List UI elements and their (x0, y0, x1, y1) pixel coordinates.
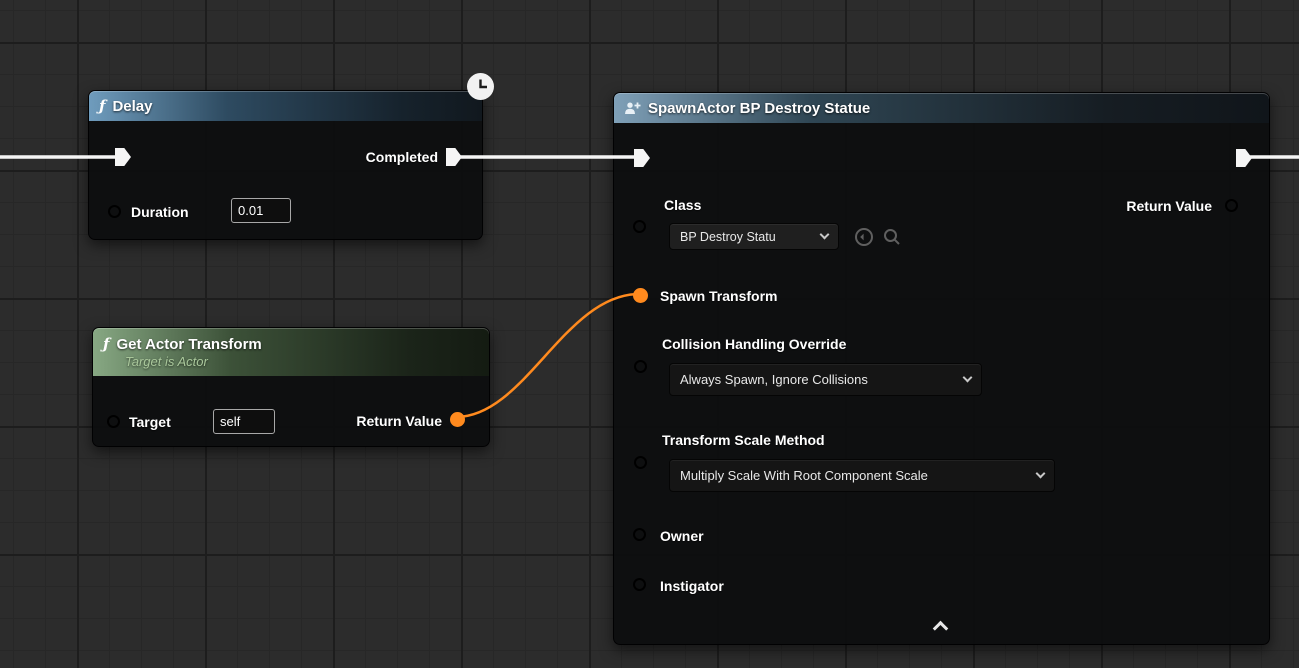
spawn-scale-dropdown[interactable]: Multiply Scale With Root Component Scale (669, 459, 1055, 492)
collapse-node-chevron-icon[interactable] (932, 620, 949, 637)
function-icon: ƒ (99, 97, 106, 115)
delay-duration-label: Duration (131, 204, 189, 220)
spawn-scale-value: Multiply Scale With Root Component Scale (680, 468, 928, 483)
spawn-exec-out-pin[interactable] (1236, 149, 1252, 167)
node-spawn-actor[interactable]: SpawnActor BP Destroy Statue Class BP De… (613, 92, 1270, 645)
spawn-transform-label: Spawn Transform (660, 288, 778, 304)
spawn-class-pin[interactable] (633, 220, 646, 233)
function-icon: ƒ (103, 335, 110, 353)
node-get-actor-transform-subtitle: Target is Actor (125, 354, 208, 369)
gat-target-pin[interactable] (107, 415, 120, 428)
spawn-class-label: Class (664, 197, 702, 213)
spawn-class-value: BP Destroy Statu (680, 229, 776, 244)
spawn-instigator-label: Instigator (660, 578, 724, 594)
spawn-collision-dropdown[interactable]: Always Spawn, Ignore Collisions (669, 363, 982, 396)
spawn-scale-pin[interactable] (634, 456, 647, 469)
spawn-transform-pin[interactable] (633, 288, 648, 303)
spawn-return-label: Return Value (1126, 198, 1212, 214)
spawn-exec-in-pin[interactable] (634, 149, 650, 167)
chevron-down-icon (819, 229, 830, 240)
node-delay[interactable]: ƒ Delay Completed Duration (88, 90, 483, 240)
spawn-owner-pin[interactable] (633, 528, 646, 541)
delay-duration-pin[interactable] (108, 205, 121, 218)
delay-duration-input[interactable] (231, 198, 291, 223)
node-delay-title: Delay (112, 97, 153, 115)
spawn-scale-label: Transform Scale Method (662, 432, 825, 448)
spawn-collision-label: Collision Handling Override (662, 336, 847, 352)
node-get-actor-transform-header[interactable]: ƒ Get Actor Transform Target is Actor (93, 328, 489, 376)
class-search-icon[interactable] (882, 227, 902, 247)
spawn-actor-icon (624, 101, 641, 116)
latent-clock-badge (466, 72, 495, 106)
spawn-instigator-pin[interactable] (633, 578, 646, 591)
spawn-collision-pin[interactable] (634, 360, 647, 373)
gat-return-label: Return Value (356, 413, 442, 429)
chevron-down-icon (1035, 468, 1046, 479)
spawn-owner-label: Owner (660, 528, 704, 544)
node-get-actor-transform[interactable]: ƒ Get Actor Transform Target is Actor Ta… (92, 327, 490, 447)
spawn-collision-value: Always Spawn, Ignore Collisions (680, 372, 868, 387)
delay-completed-label: Completed (365, 149, 438, 165)
delay-completed-pin[interactable] (446, 148, 462, 166)
gat-target-input[interactable] (213, 409, 275, 434)
delay-exec-in-pin[interactable] (115, 148, 131, 166)
spawn-class-dropdown[interactable]: BP Destroy Statu (669, 223, 839, 250)
spawn-return-pin[interactable] (1225, 199, 1238, 212)
node-get-actor-transform-title: Get Actor Transform (116, 335, 262, 353)
class-reset-icon[interactable] (854, 227, 874, 247)
gat-target-label: Target (129, 414, 171, 430)
node-delay-header[interactable]: ƒ Delay (89, 91, 482, 121)
node-spawn-actor-title: SpawnActor BP Destroy Statue (648, 99, 871, 117)
gat-return-pin[interactable] (450, 412, 465, 427)
chevron-down-icon (962, 372, 973, 383)
node-spawn-actor-header[interactable]: SpawnActor BP Destroy Statue (614, 93, 1269, 123)
